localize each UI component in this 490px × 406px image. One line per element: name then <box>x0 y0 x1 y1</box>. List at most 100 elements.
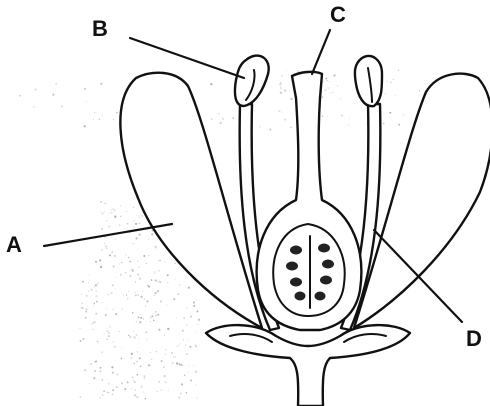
speck <box>197 324 198 325</box>
speck <box>94 303 95 304</box>
speck <box>278 110 280 112</box>
speck <box>193 301 195 303</box>
speck <box>113 209 115 211</box>
speck <box>110 326 111 327</box>
speck <box>194 365 195 366</box>
speck <box>297 70 299 72</box>
speck <box>171 352 173 354</box>
speck <box>93 305 94 306</box>
speck <box>142 291 143 292</box>
speck <box>340 98 341 99</box>
receptacle <box>206 325 410 406</box>
speck <box>140 317 142 319</box>
speck <box>80 396 82 398</box>
speck <box>322 115 323 116</box>
speck <box>160 360 162 362</box>
speck <box>115 399 116 400</box>
speck <box>102 352 103 353</box>
speck <box>181 364 183 366</box>
speck <box>132 269 134 271</box>
speck <box>167 328 169 330</box>
speck <box>113 119 114 120</box>
speck <box>193 305 195 307</box>
speck <box>186 308 187 309</box>
speck <box>91 322 93 324</box>
speck <box>105 314 107 316</box>
speck <box>95 361 97 363</box>
speck <box>35 89 37 91</box>
speck <box>106 220 107 221</box>
speck <box>144 378 145 379</box>
speck <box>167 304 168 305</box>
speck <box>130 357 132 359</box>
speck <box>112 208 113 209</box>
speck <box>403 114 404 115</box>
speck <box>120 216 121 217</box>
speck <box>101 249 102 250</box>
speck <box>86 101 87 102</box>
speck <box>88 291 89 292</box>
speck <box>198 319 200 321</box>
speck <box>131 269 132 270</box>
speck <box>139 267 140 268</box>
speck <box>97 283 98 284</box>
speck <box>151 233 153 235</box>
speck <box>116 112 117 113</box>
speck <box>85 311 87 313</box>
speck <box>90 363 92 365</box>
speck <box>151 315 153 317</box>
speck <box>137 318 138 319</box>
speck <box>114 216 116 218</box>
speck <box>179 284 180 285</box>
speck <box>143 392 144 393</box>
speck <box>61 105 63 107</box>
speck <box>167 274 169 276</box>
speck <box>389 112 391 114</box>
speck <box>337 86 338 87</box>
speck <box>132 377 134 379</box>
anther-left <box>235 56 269 106</box>
speck <box>158 382 159 383</box>
speck <box>280 82 282 84</box>
speck <box>390 82 392 84</box>
speck <box>133 243 134 244</box>
speck <box>102 394 103 395</box>
speck <box>395 95 396 96</box>
speck <box>398 70 399 71</box>
speck <box>108 335 110 337</box>
speck <box>131 353 133 355</box>
speck <box>137 261 138 262</box>
speck <box>148 286 150 288</box>
speck <box>143 319 144 320</box>
speck <box>150 321 151 322</box>
speck <box>146 263 147 264</box>
speck <box>179 364 181 366</box>
speck <box>163 375 165 377</box>
speck <box>114 255 116 257</box>
speck <box>159 260 161 262</box>
speck <box>108 226 110 228</box>
speck <box>174 279 175 280</box>
speck <box>119 224 120 225</box>
speck <box>329 81 330 82</box>
speck <box>232 117 234 119</box>
leader-line-b <box>130 38 244 78</box>
speck <box>146 300 148 302</box>
speck <box>108 383 110 385</box>
speck <box>113 265 115 267</box>
speck <box>211 118 212 119</box>
speck <box>197 284 198 285</box>
speck <box>100 367 102 369</box>
speck <box>136 361 137 362</box>
speck <box>108 392 109 393</box>
speck <box>81 294 82 295</box>
speck <box>83 338 85 340</box>
speck <box>89 280 90 281</box>
speck <box>112 284 114 286</box>
speck <box>121 358 123 360</box>
speck <box>100 201 101 202</box>
speck <box>112 394 114 396</box>
speck <box>124 388 126 390</box>
speck <box>144 298 145 299</box>
speck <box>190 315 192 317</box>
